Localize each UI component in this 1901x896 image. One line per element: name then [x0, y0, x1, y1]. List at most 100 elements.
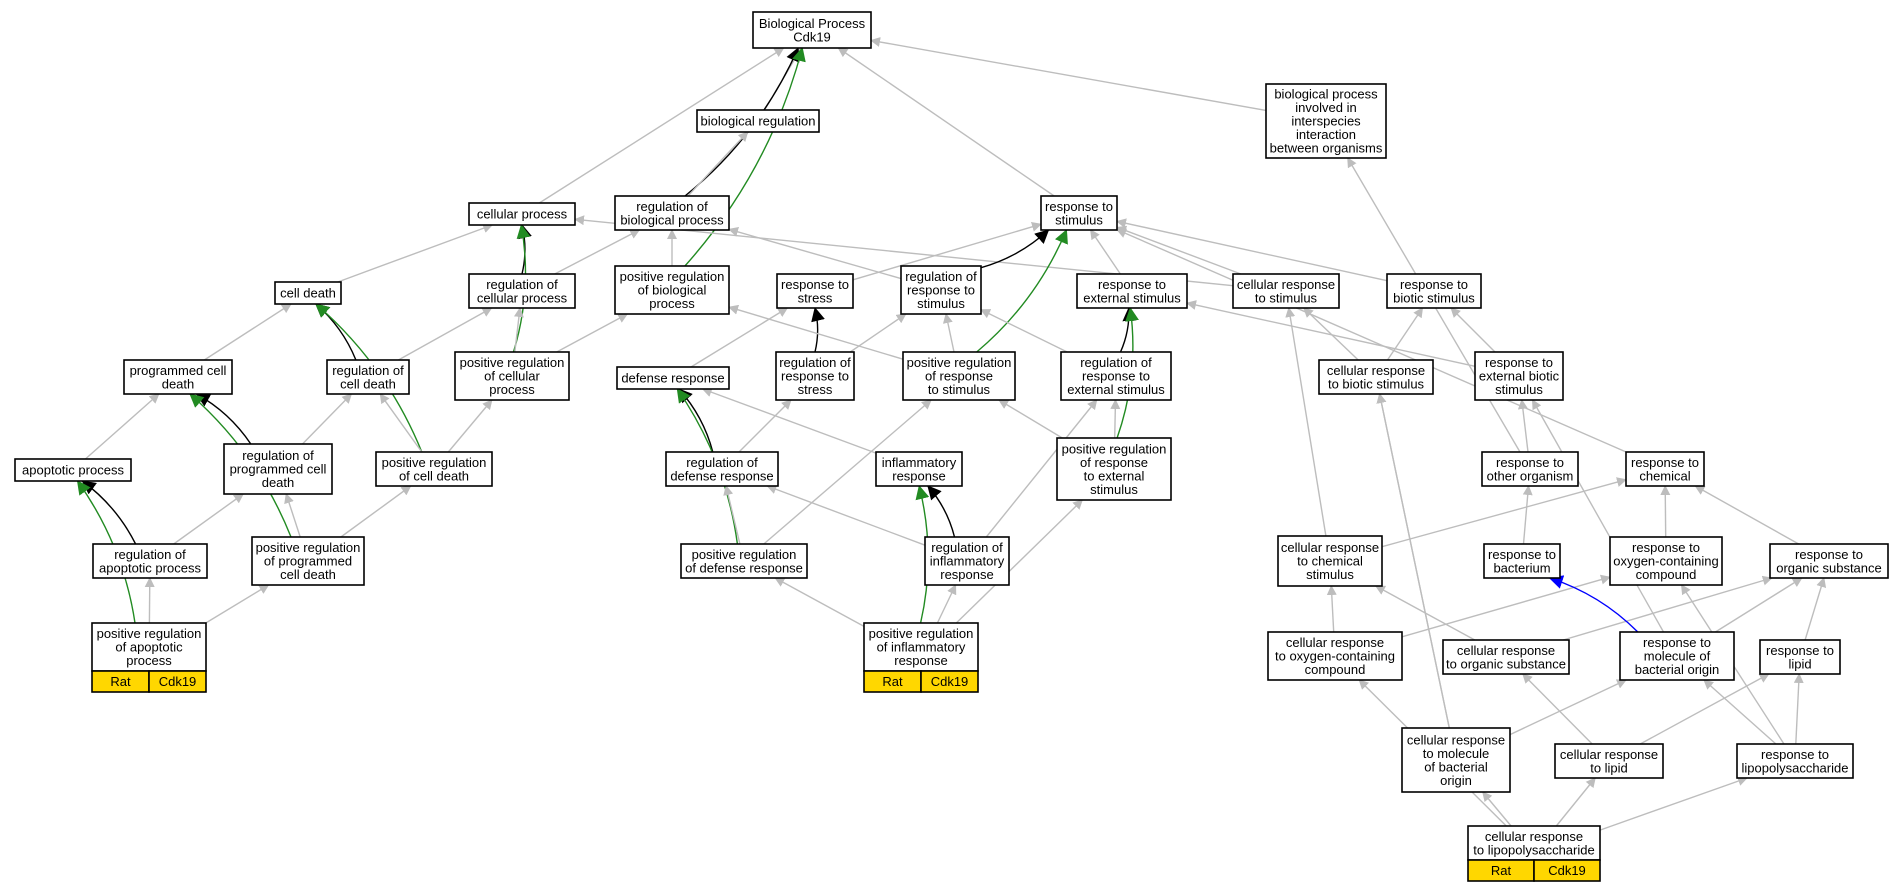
go-term-label-line: response to	[1098, 277, 1166, 292]
go-term-box	[665, 451, 779, 487]
edge-is-a-reginflam-to-regrext	[985, 399, 1098, 538]
edge-is-a-croxy-to-crchem	[1326, 585, 1337, 633]
annotation-tag-cdk19[interactable]: Cdk19	[1548, 863, 1586, 878]
go-term-label-line: involved in	[1295, 100, 1356, 115]
annotation-tag-cdk19[interactable]: Cdk19	[931, 674, 969, 689]
go-term-label-line: response to	[1400, 277, 1468, 292]
go-term-box	[1736, 743, 1854, 779]
annotation-tag-cdk19[interactable]: Cdk19	[159, 674, 197, 689]
go-term-label-line: response to	[1485, 355, 1553, 370]
go-term-label-line: positive regulation	[692, 547, 797, 562]
go-term-label-line: response to	[1488, 547, 1556, 562]
go-term-node-breg[interactable]: biological regulation	[696, 109, 820, 133]
go-term-node-celldeath[interactable]: cell death	[274, 281, 342, 305]
go-term-label-line: positive regulation	[97, 626, 202, 641]
go-term-label-line: stimulus	[917, 296, 965, 311]
go-term-label-line: response to	[1496, 455, 1564, 470]
go-term-label-line: death	[162, 376, 195, 391]
go-term-node-cellproc[interactable]: cellular process	[468, 202, 576, 226]
annotation-tag-cdk19-box	[148, 670, 207, 693]
go-term-box	[1386, 273, 1482, 309]
edge-regulates-regpcd-to-pcd	[195, 393, 252, 445]
edge-is-a-roxy-to-rchem	[1660, 485, 1671, 538]
annotation-tag-rat[interactable]: Rat	[110, 674, 131, 689]
annotation-tag-rat[interactable]: Rat	[1491, 863, 1512, 878]
go-term-label-line: positive regulation	[256, 540, 361, 555]
go-term-box	[875, 451, 963, 487]
edge-regulates-regrext-to-rext	[1119, 307, 1137, 353]
edge-is-a-rlps-to-rlipid	[1793, 673, 1804, 745]
go-term-box	[1554, 743, 1664, 779]
go-term-label-line: response to	[781, 369, 849, 384]
go-term-label-line: regulation of	[905, 269, 977, 284]
go-term-box	[454, 351, 570, 401]
go-term-label-line: cell death	[340, 376, 396, 391]
annotation-tag-rat[interactable]: Rat	[882, 674, 903, 689]
go-term-label-line: to oxygen-containing	[1275, 649, 1395, 664]
go-term-node-apop[interactable]: apoptotic process	[14, 458, 132, 482]
go-term-label-line: response to	[1761, 747, 1829, 762]
edge-is-a-posregpcd-to-regpcd	[284, 493, 301, 538]
go-term-label-line: biological process	[1274, 87, 1378, 102]
go-term-label-line: external biotic	[1479, 369, 1560, 384]
edge-regulates-reginflam-to-inflam	[927, 485, 956, 538]
go-term-label-line: chemical	[1639, 468, 1690, 483]
go-term-label-line: cellular process	[477, 207, 568, 222]
go-term-box	[223, 443, 333, 495]
edge-is-a-rchem-to-rstim	[1116, 228, 1627, 453]
edge-is-a-rbio-to-rstim	[1116, 218, 1388, 282]
go-term-label-line: process	[489, 382, 535, 397]
go-term-label-line: response to	[1643, 635, 1711, 650]
go-term-label-line: death	[262, 475, 295, 490]
go-term-box	[1056, 437, 1172, 501]
go-term-node-defresp[interactable]: defense response	[616, 366, 730, 390]
edge-occurs-in-rmol-to-rbact	[1548, 575, 1639, 633]
go-term-box	[326, 359, 410, 395]
edge-is-a-inflam-to-defresp	[701, 387, 877, 454]
